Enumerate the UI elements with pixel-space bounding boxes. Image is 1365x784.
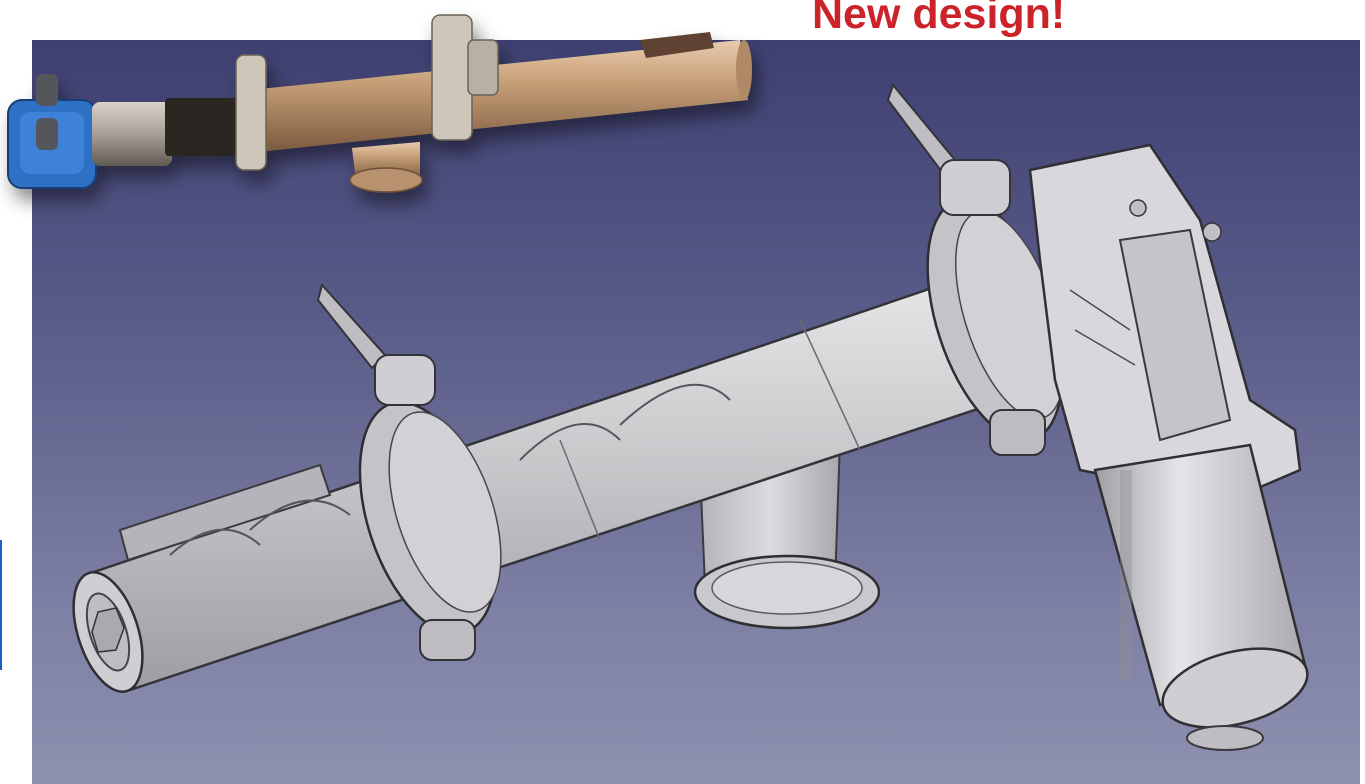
main-tube [83, 263, 1037, 692]
steel-collar [92, 102, 172, 166]
left-accent-bar [0, 540, 2, 670]
left-clamp [316, 282, 502, 661]
brass-tube [250, 40, 748, 152]
inlet-end-cap [72, 571, 144, 693]
dark-coupler [165, 98, 255, 156]
photo-clamp-right [431, 14, 473, 141]
gearbox-housing [1028, 143, 1302, 502]
inlet-slot [640, 32, 714, 58]
motor-cylinder [1093, 443, 1309, 751]
blue-motor-block [7, 74, 97, 189]
new-design-headline: New design! [812, 0, 1066, 38]
old-design-photo [7, 14, 752, 193]
photo-clamp-left [235, 54, 267, 171]
